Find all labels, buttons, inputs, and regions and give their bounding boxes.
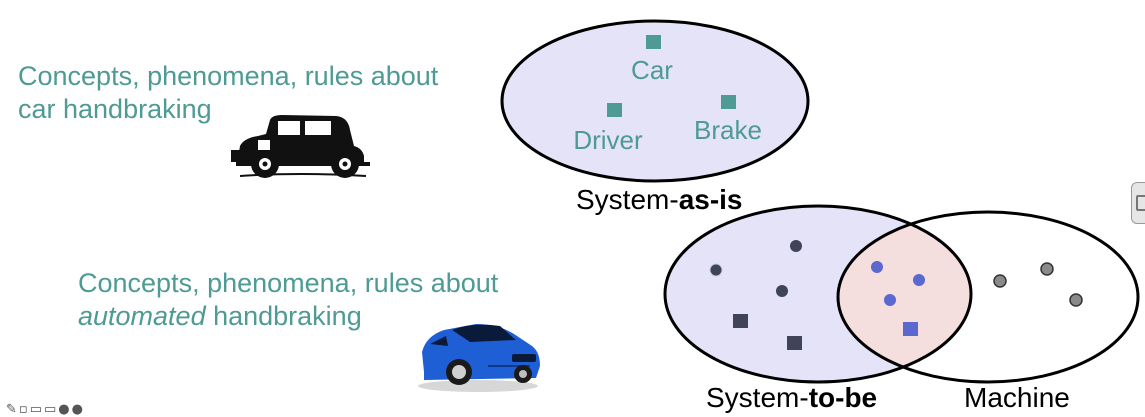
machine-circle-marker: [993, 274, 1007, 288]
shared-circle-marker: [884, 294, 896, 306]
playback-controls-icon[interactable]: ✎▫▭▭●●: [6, 402, 85, 417]
to-be-outline: [663, 204, 973, 384]
driver-concept-label: Driver: [573, 125, 643, 155]
to-be-square-marker: [733, 314, 748, 328]
system-as-is-bold: as-is: [678, 184, 743, 215]
to-be-caption-line-1: Concepts, phenomena, rules about: [78, 268, 499, 298]
to-be-caption-rest: handbraking: [205, 301, 362, 331]
to-be-circle-marker: [776, 285, 788, 297]
car-concept-label: Car: [631, 55, 673, 85]
machine-circle-marker: [1040, 262, 1054, 276]
sidebar-tab-icon[interactable]: [1131, 182, 1145, 224]
vintage-car-icon: [231, 115, 370, 178]
to-be-circle-marker: [709, 263, 723, 277]
as-is-caption: Concepts, phenomena, rules about car han…: [18, 60, 438, 126]
brake-concept-label: Brake: [694, 115, 762, 145]
to-be-caption-line-2: automated handbraking: [78, 300, 498, 333]
machine-ellipse: [836, 210, 1140, 384]
system-as-is-label: System-as-is: [576, 184, 743, 216]
driver-concept-square: [607, 103, 622, 117]
machine-circle-marker: [1069, 293, 1083, 307]
to-be-caption-italic-word: automated: [78, 301, 206, 331]
system-to-be-label: System-to-be: [706, 382, 877, 414]
to-be-circle-marker: [790, 240, 802, 252]
brake-concept-square: [721, 95, 736, 109]
system-to-be-prefix: System-: [706, 382, 809, 413]
blue-sports-car-icon: [418, 324, 540, 392]
overlap-region: [838, 212, 971, 382]
as-is-caption-line-2: car handbraking: [18, 94, 212, 124]
machine-label: Machine: [964, 382, 1070, 413]
system-to-be-bold: to-be: [808, 382, 878, 413]
to-be-caption: Concepts, phenomena, rules about automat…: [78, 267, 498, 333]
shared-circle-marker: [871, 261, 883, 273]
shared-square-marker: [903, 322, 918, 336]
as-is-ellipse: [500, 19, 810, 183]
as-is-caption-line-1: Concepts, phenomena, rules about: [18, 61, 439, 91]
to-be-square-marker: [787, 336, 802, 350]
car-concept-square: [646, 35, 661, 49]
shared-circle-marker: [913, 274, 925, 286]
system-as-is-prefix: System-: [576, 184, 679, 215]
